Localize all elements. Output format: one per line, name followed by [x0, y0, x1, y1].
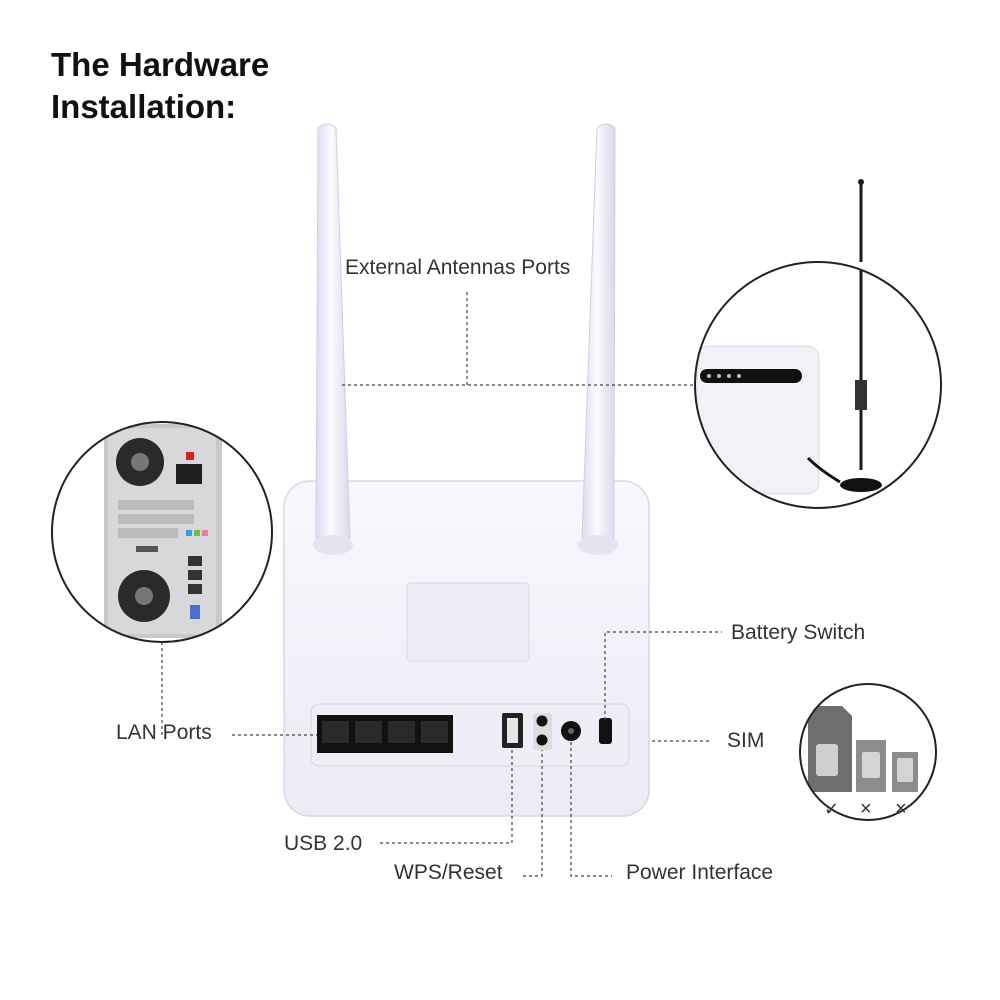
wps-button: [536, 715, 548, 727]
page-title: The Hardware Installation:: [51, 44, 269, 128]
router: [283, 480, 650, 817]
lan-port-1: [322, 721, 349, 743]
label-power-interface: Power Interface: [626, 861, 774, 884]
title-line-1: The Hardware: [51, 46, 270, 83]
sim-mark-standard: ✓: [824, 799, 840, 819]
magnetic-antenna-coil: [855, 380, 867, 410]
lan-port-3: [388, 721, 415, 743]
antenna-left-base: [313, 535, 353, 555]
antenna-right: [581, 123, 616, 547]
sim-sizes-inset: [799, 683, 937, 821]
power-jack-pin: [568, 728, 574, 734]
power-switch: [186, 452, 194, 460]
external-antenna-inset: [694, 179, 942, 509]
router-label-plate: [406, 582, 530, 662]
lan-port-2: [355, 721, 382, 743]
lan-port-4: [421, 721, 448, 743]
magnetic-antenna-base: [840, 478, 882, 492]
antenna-right-base: [578, 535, 618, 555]
battery-switch: [599, 718, 612, 744]
callout-wps: [523, 750, 543, 877]
callout-lines: [161, 292, 722, 877]
label-usb: USB 2.0: [284, 832, 363, 855]
label-sim: SIM: [727, 729, 765, 752]
title-line-2: Installation:: [51, 88, 237, 125]
callout-power: [570, 742, 612, 877]
reset-button: [536, 734, 548, 746]
label-wps-reset: WPS/Reset: [394, 861, 503, 884]
sim-mark-nano: ×: [895, 798, 907, 820]
pc-tower-inset: [51, 421, 273, 643]
inset-router-led-bar: [700, 369, 802, 383]
label-external-antennas: External Antennas Ports: [345, 256, 571, 279]
sim-mark-micro: ×: [860, 798, 872, 820]
power-socket: [176, 464, 202, 484]
lan-port-block: [317, 715, 453, 753]
callout-usb: [380, 748, 513, 844]
label-battery-switch: Battery Switch: [731, 621, 866, 644]
usb-port-tongue: [507, 718, 518, 743]
antennas: [313, 123, 618, 555]
label-lan-ports: LAN Ports: [116, 721, 212, 744]
antenna-left: [315, 123, 351, 547]
